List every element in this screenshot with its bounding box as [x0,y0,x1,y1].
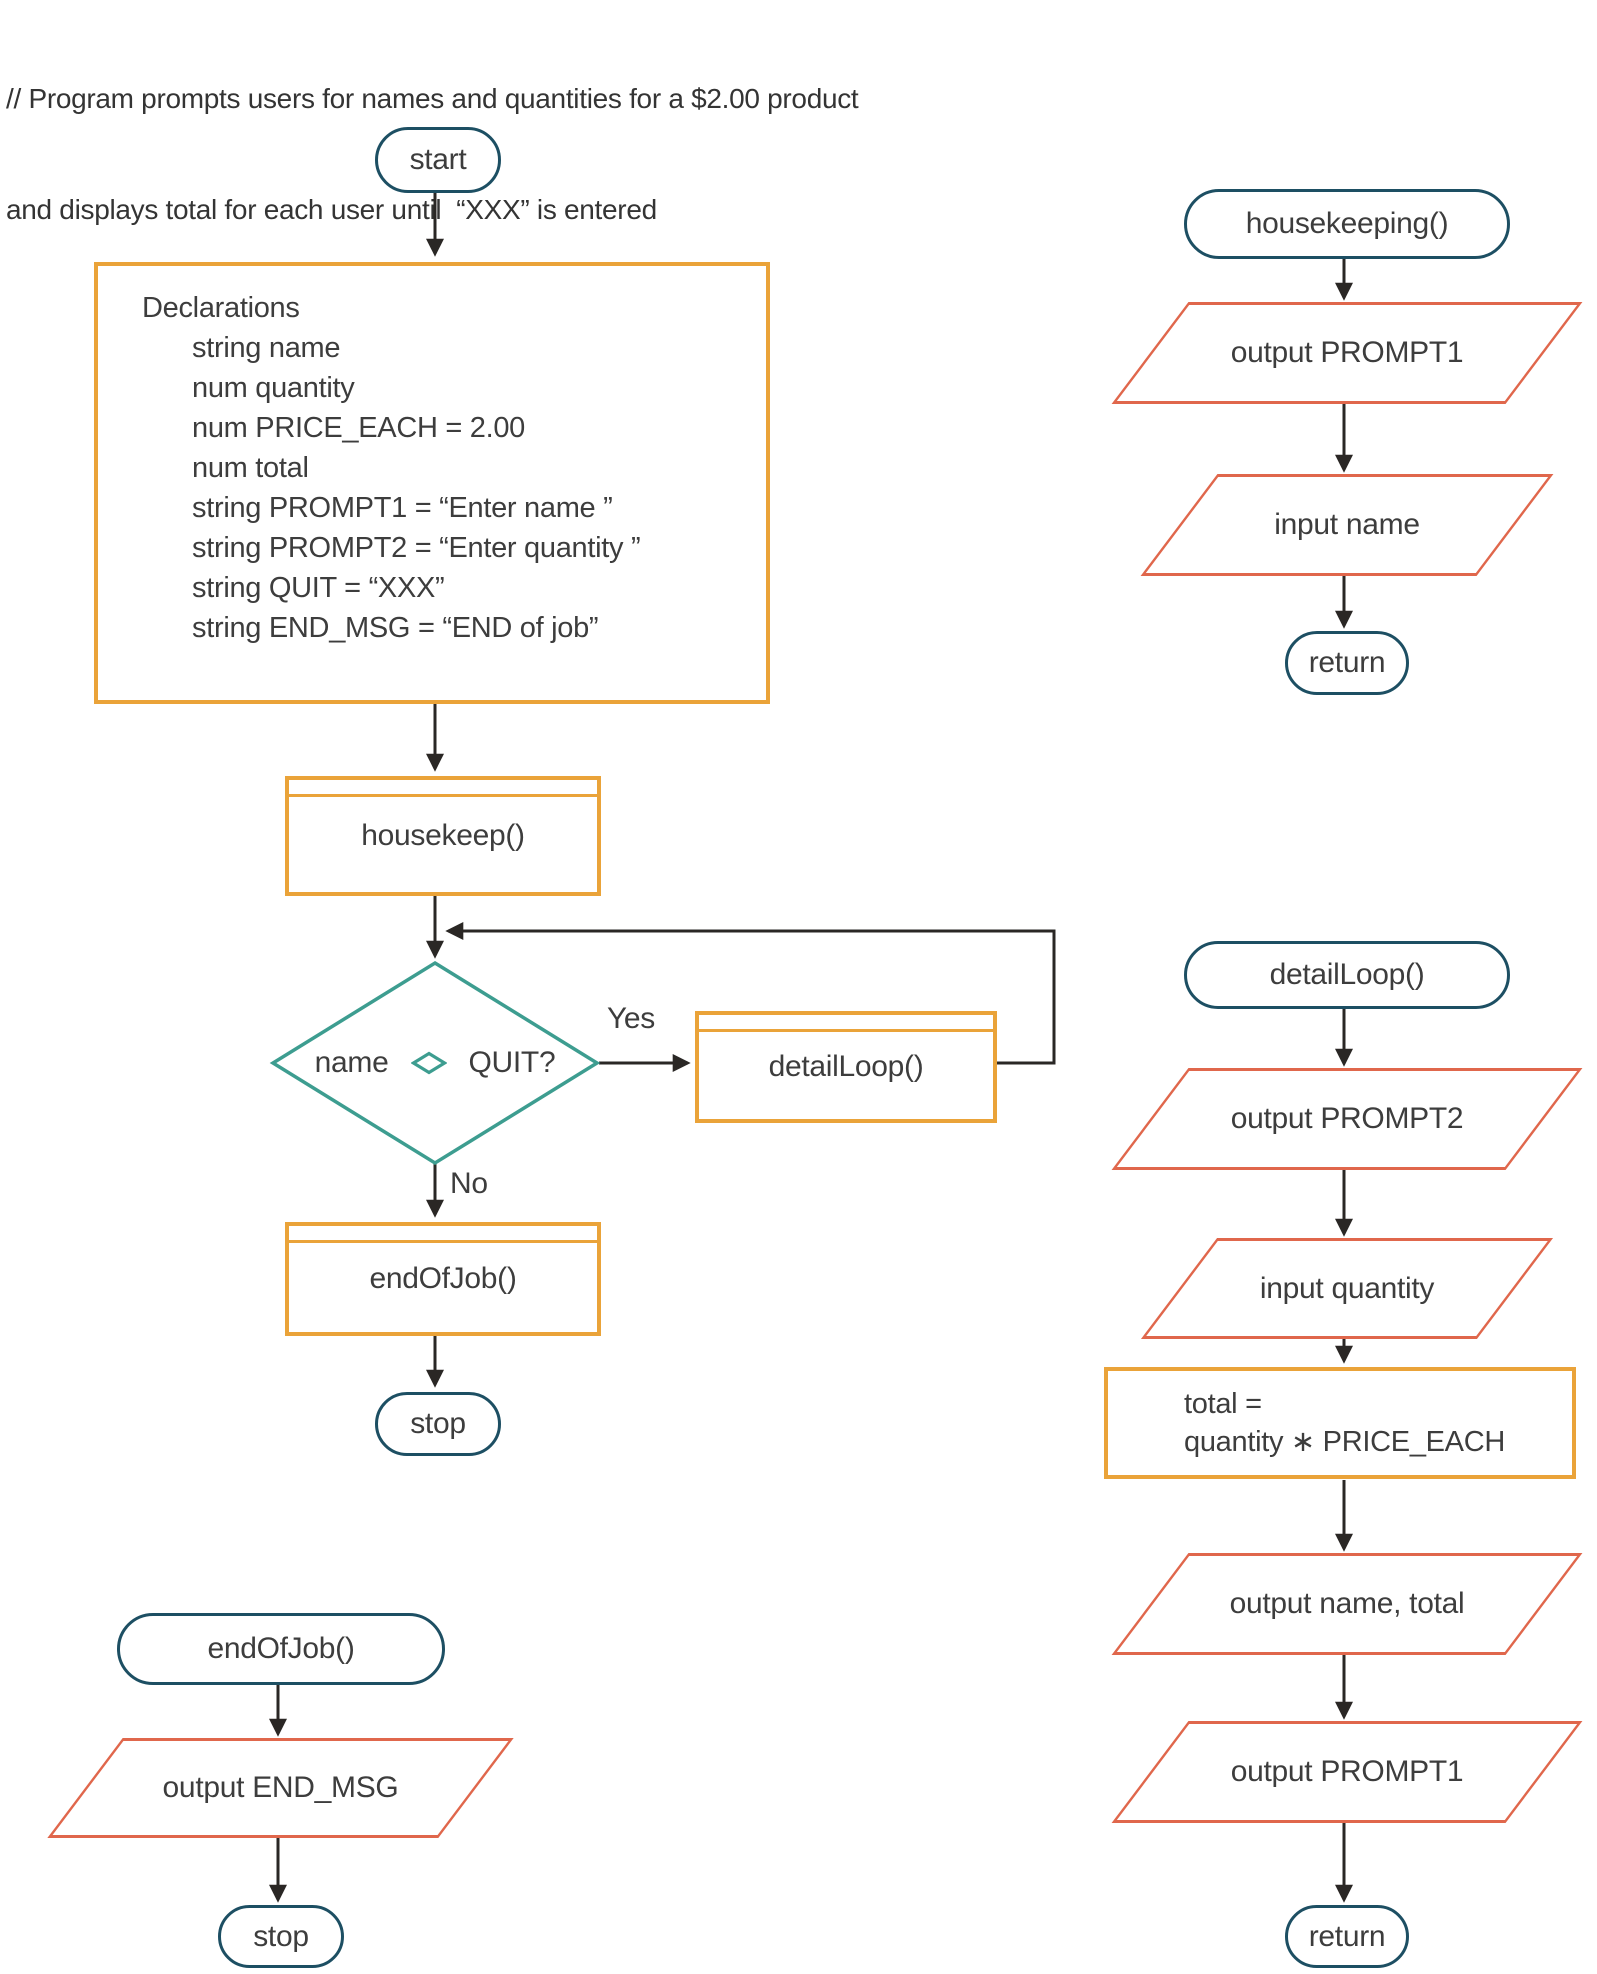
output-prompt1-label: output PROMPT1 [1230,336,1464,369]
output-name-total-io: output name, total [1111,1553,1583,1655]
output-prompt1-second-label: output PROMPT1 [1230,1755,1464,1788]
decision-right-operand: QUIT? [468,1046,556,1079]
output-prompt1-second-io: output PROMPT1 [1111,1721,1583,1823]
declaration-line: string PROMPT2 = “Enter quantity ” [192,532,641,564]
declaration-line: string END_MSG = “END of job” [192,612,599,644]
stop-terminal: stop [375,1392,501,1456]
start-terminal: start [375,127,501,193]
no-branch-label: No [450,1167,488,1200]
output-name-total-label: output name, total [1229,1587,1465,1620]
comment-line-1: // Program prompts users for names and q… [6,83,859,114]
output-endmsg-label: output END_MSG [162,1771,399,1804]
endofjob-stop-terminal: stop [218,1905,344,1968]
declarations-title: Declarations [142,292,300,324]
yes-branch-label: Yes [606,1002,656,1035]
declarations-box: Declarations string name num quantity nu… [94,262,770,704]
output-prompt1-io: output PROMPT1 [1111,302,1583,404]
endofjob-call-box: endOfJob() [285,1222,601,1336]
output-prompt2-label: output PROMPT2 [1230,1102,1464,1135]
housekeeping-title-label: housekeeping() [1245,207,1449,240]
total-assignment-line-2: quantity ∗ PRICE_EACH [1184,1426,1506,1458]
declaration-line: string PROMPT1 = “Enter name ” [192,492,613,524]
detailloop-return-terminal: return [1285,1905,1409,1968]
output-endmsg-io: output END_MSG [47,1738,514,1838]
input-quantity-label: input quantity [1259,1271,1435,1305]
total-assignment-line-1: total = [1184,1388,1262,1420]
endofjob-title-label: endOfJob() [207,1632,355,1665]
housekeep-call-label: housekeep() [361,819,525,852]
housekeeping-return-terminal: return [1285,631,1409,695]
decision-label: name QUIT? [285,1038,585,1088]
detailloop-return-label: return [1308,1919,1386,1953]
program-comment: // Program prompts users for names and q… [6,6,859,302]
endofjob-stop-label: stop [253,1919,309,1953]
endofjob-module-title: endOfJob() [117,1613,445,1685]
start-label: start [409,143,467,176]
housekeeping-return-label: return [1308,646,1386,679]
input-name-io: input name [1140,474,1554,576]
detailloop-call-label: detailLoop() [768,1050,924,1083]
declaration-line: string name [192,332,341,364]
comment-line-2: and displays total for each user until “… [6,194,657,225]
total-assignment-box: total = quantity ∗ PRICE_EACH [1104,1367,1576,1479]
input-quantity-io: input quantity [1140,1238,1554,1339]
not-equal-icon [409,1051,448,1075]
detailloop-call-box: detailLoop() [695,1011,997,1123]
declaration-line: num total [192,452,309,484]
output-prompt2-io: output PROMPT2 [1111,1068,1583,1170]
housekeeping-module-title: housekeeping() [1184,189,1510,259]
declaration-line: num PRICE_EACH = 2.00 [192,412,525,444]
endofjob-call-label: endOfJob() [369,1262,517,1295]
detailloop-title-label: detailLoop() [1269,958,1425,991]
stop-label: stop [410,1407,466,1440]
declaration-line: num quantity [192,372,355,404]
input-name-label: input name [1274,508,1420,541]
housekeep-call-box: housekeep() [285,776,601,896]
decision-left-operand: name [314,1046,389,1079]
declaration-line: string QUIT = “XXX” [192,572,445,604]
detailloop-module-title: detailLoop() [1184,941,1510,1009]
